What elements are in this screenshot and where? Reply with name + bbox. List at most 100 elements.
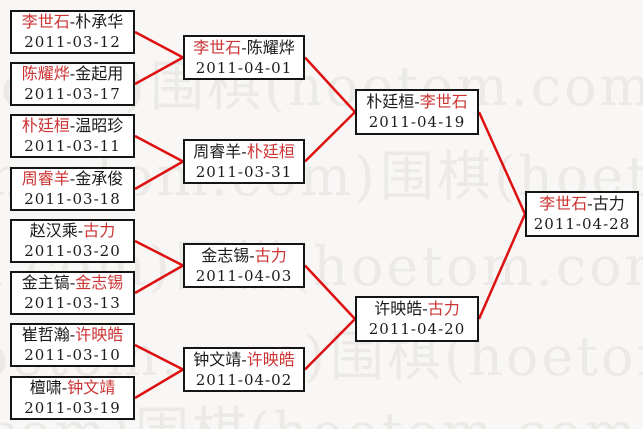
match-players: 陈耀烨-金起用 xyxy=(12,64,133,84)
match-players: 朴廷桓-温昭珍 xyxy=(12,116,133,136)
connector-line xyxy=(477,111,527,215)
connector-line xyxy=(134,264,184,295)
match-box-r16-2: 陈耀烨-金起用 2011-03-17 xyxy=(10,62,135,106)
match-players: 檀啸-钟文靖 xyxy=(12,378,133,398)
match-box-r16-6: 金主镐-金志锡 2011-03-13 xyxy=(10,271,135,315)
player-name: 李世石 xyxy=(193,37,242,57)
separator: - xyxy=(69,12,76,31)
match-box-qf-3: 金志锡-古力 2011-04-03 xyxy=(183,243,305,288)
match-players: 钟文靖-许映皓 xyxy=(185,350,303,370)
separator: - xyxy=(61,378,68,397)
player-name: 许映皓 xyxy=(374,299,423,318)
player-name: 金志锡 xyxy=(75,273,124,292)
separator: - xyxy=(69,325,76,344)
connector-line xyxy=(134,368,184,400)
separator: - xyxy=(249,245,255,265)
match-box-sf-2: 许映皓-古力 2011-04-20 xyxy=(355,296,479,342)
player-name: 金起用 xyxy=(75,64,124,83)
connector-line xyxy=(134,134,184,163)
player-name: 李世石 xyxy=(419,92,468,111)
player-name: 朴廷桓 xyxy=(366,92,415,111)
connector-line xyxy=(304,56,356,113)
separator: - xyxy=(414,92,420,111)
player-name: 赵汉乘 xyxy=(29,221,78,240)
player-name: 金志锡 xyxy=(201,245,250,265)
match-players: 周睿羊-朴廷桓 xyxy=(185,142,303,162)
separator: - xyxy=(77,221,84,240)
separator: - xyxy=(241,141,247,161)
player-name: 朴承华 xyxy=(75,12,124,31)
match-date: 2011-03-17 xyxy=(24,85,121,103)
separator: - xyxy=(241,349,247,369)
match-players: 李世石-陈耀烨 xyxy=(185,38,303,58)
match-box-r16-7: 崔哲瀚-许映皓 2011-03-10 xyxy=(10,323,135,367)
player-name: 檀啸 xyxy=(29,378,62,397)
connector-line xyxy=(134,56,184,86)
player-name: 古力 xyxy=(427,299,460,318)
match-players: 崔哲瀚-许映皓 xyxy=(12,325,133,345)
player-name: 周睿羊 xyxy=(193,141,242,161)
connector-line xyxy=(134,30,184,59)
connector-line xyxy=(304,318,356,371)
connector-line xyxy=(134,160,184,191)
player-name: 周睿羊 xyxy=(21,169,70,188)
match-players: 赵汉乘-古力 xyxy=(12,221,133,241)
separator: - xyxy=(69,273,76,292)
player-name: 朴廷桓 xyxy=(246,141,295,161)
match-date: 2011-03-20 xyxy=(24,242,121,260)
match-box-r16-4: 周睿羊-金承俊 2011-03-18 xyxy=(10,167,135,211)
match-players: 李世石-朴承华 xyxy=(12,12,133,32)
separator: - xyxy=(69,64,76,83)
match-box-qf-1: 李世石-陈耀烨 2011-04-01 xyxy=(183,35,305,80)
player-name: 金承俊 xyxy=(75,169,124,188)
player-name: 朴廷桓 xyxy=(21,116,70,135)
separator: - xyxy=(241,37,247,57)
match-box-r16-3: 朴廷桓-温昭珍 2011-03-11 xyxy=(10,114,135,158)
player-name: 李世石 xyxy=(539,194,588,213)
connector-line xyxy=(304,111,356,163)
player-name: 古力 xyxy=(83,221,116,240)
player-name: 崔哲瀚 xyxy=(21,325,70,344)
match-date: 2011-03-31 xyxy=(195,162,293,181)
separator: - xyxy=(69,169,76,188)
player-name: 钟文靖 xyxy=(193,349,242,369)
match-players: 金主镐-金志锡 xyxy=(12,273,133,293)
match-players: 朴廷桓-李世石 xyxy=(357,92,477,112)
connector-line xyxy=(304,264,356,320)
player-name: 金主镐 xyxy=(21,273,70,292)
player-name: 许映皓 xyxy=(75,325,124,344)
match-players: 许映皓-古力 xyxy=(357,299,477,319)
match-date: 2011-03-12 xyxy=(24,33,121,51)
player-name: 陈耀烨 xyxy=(21,64,70,83)
match-date: 2011-04-03 xyxy=(195,266,293,285)
separator: - xyxy=(69,116,76,135)
match-date: 2011-03-18 xyxy=(24,190,121,208)
match-date: 2011-03-13 xyxy=(24,294,121,312)
player-name: 古力 xyxy=(592,194,625,213)
match-date: 2011-04-02 xyxy=(195,370,293,389)
match-players: 金志锡-古力 xyxy=(185,246,303,266)
match-box-qf-4: 钟文靖-许映皓 2011-04-02 xyxy=(183,347,305,392)
watermark-text: 围棋(hoetom.com) xyxy=(135,388,643,429)
match-date: 2011-04-20 xyxy=(368,320,466,338)
match-box-final: 李世石-古力 2011-04-28 xyxy=(525,191,639,237)
connector-line xyxy=(134,343,184,371)
player-name: 李世石 xyxy=(21,12,70,31)
player-name: 古力 xyxy=(254,245,287,265)
player-name: 许映皓 xyxy=(246,349,295,369)
match-box-r16-5: 赵汉乘-古力 2011-03-20 xyxy=(10,219,135,263)
player-name: 陈耀烨 xyxy=(246,37,295,57)
match-date: 2011-03-11 xyxy=(24,137,121,155)
match-date: 2011-04-01 xyxy=(195,58,293,77)
match-players: 周睿羊-金承俊 xyxy=(12,169,133,189)
match-box-r16-1: 李世石-朴承华 2011-03-12 xyxy=(10,10,135,54)
match-box-qf-2: 周睿羊-朴廷桓 2011-03-31 xyxy=(183,139,305,184)
match-date: 2011-04-19 xyxy=(368,113,466,131)
player-name: 温昭珍 xyxy=(75,116,124,135)
match-date: 2011-03-19 xyxy=(24,399,121,417)
separator: - xyxy=(422,299,428,318)
match-date: 2011-04-28 xyxy=(533,215,631,233)
match-players: 李世石-古力 xyxy=(527,194,637,214)
